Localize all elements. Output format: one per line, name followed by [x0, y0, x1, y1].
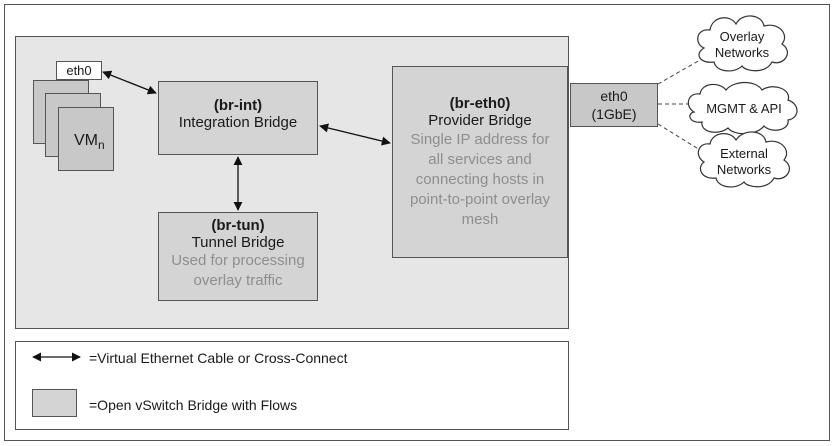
cloud-mgmt-api: MGMT & API [687, 81, 798, 135]
cloud-overlay-line1: Overlay [720, 29, 765, 44]
diagram-frame [4, 4, 830, 441]
vm-eth0-port: eth0 [56, 61, 102, 80]
br-tun-desc-line2: overlay traffic [193, 272, 283, 289]
link-to-overlay-networks [657, 59, 701, 85]
cloud-external-shape [697, 131, 790, 188]
vm-card-front [58, 107, 114, 171]
veth-br-int-to-br-eth0 [319, 123, 391, 146]
br-tun-desc-line1: Used for processing [171, 252, 305, 269]
br-eth0-desc-line3: connecting hosts in [415, 171, 545, 188]
cloud-mgmt-shape [687, 81, 798, 135]
physical-nic-speed: (1GbE) [591, 106, 637, 122]
cloud-mgmt-label: MGMT & API [706, 101, 782, 116]
br-eth0-title: Provider Bridge [428, 112, 532, 129]
cloud-overlay-networks: Overlay Networks [697, 15, 788, 72]
br-int-bridge: (br-int) Integration Bridge [158, 81, 318, 155]
br-eth0-desc-line1: Single IP address for [410, 131, 550, 148]
legend-bridge-swatch [32, 389, 77, 417]
br-eth0-bridge: (br-eth0) Provider Bridge Single IP addr… [392, 66, 568, 258]
br-int-name: (br-int) [213, 97, 263, 114]
br-eth0-desc-line4: point-to-point overlay [409, 191, 551, 208]
br-tun-title: Tunnel Bridge [191, 234, 285, 251]
br-tun-name: (br-tun) [211, 217, 265, 234]
br-eth0-desc-line2: all services and [428, 151, 532, 168]
cloud-external-networks: External Networks [697, 131, 790, 188]
br-int-title: Integration Bridge [178, 114, 298, 131]
veth-vm-to-br-int [102, 70, 157, 95]
br-eth0-desc-line5: mesh [461, 211, 499, 228]
br-eth0-name: (br-eth0) [449, 95, 511, 112]
legend-cable-label: =Virtual Ethernet Cable or Cross-Connect [89, 350, 348, 366]
vm-name: VM [74, 132, 98, 149]
link-to-external-networks [657, 123, 701, 151]
physical-nic-eth0: eth0 (1GbE) [570, 83, 658, 127]
br-tun-bridge: (br-tun) Tunnel Bridge Used for processi… [158, 212, 318, 301]
cloud-external-line2: Networks [717, 162, 772, 177]
vm-subscript: n [98, 138, 105, 153]
cloud-overlay-line2: Networks [715, 45, 770, 60]
legend [15, 341, 569, 430]
vm-label: VMn [74, 132, 105, 152]
cloud-overlay-shape [697, 15, 788, 72]
physical-nic-name: eth0 [600, 88, 628, 104]
cloud-external-line1: External [720, 146, 768, 161]
legend-bridge-label: =Open vSwitch Bridge with Flows [89, 397, 298, 413]
